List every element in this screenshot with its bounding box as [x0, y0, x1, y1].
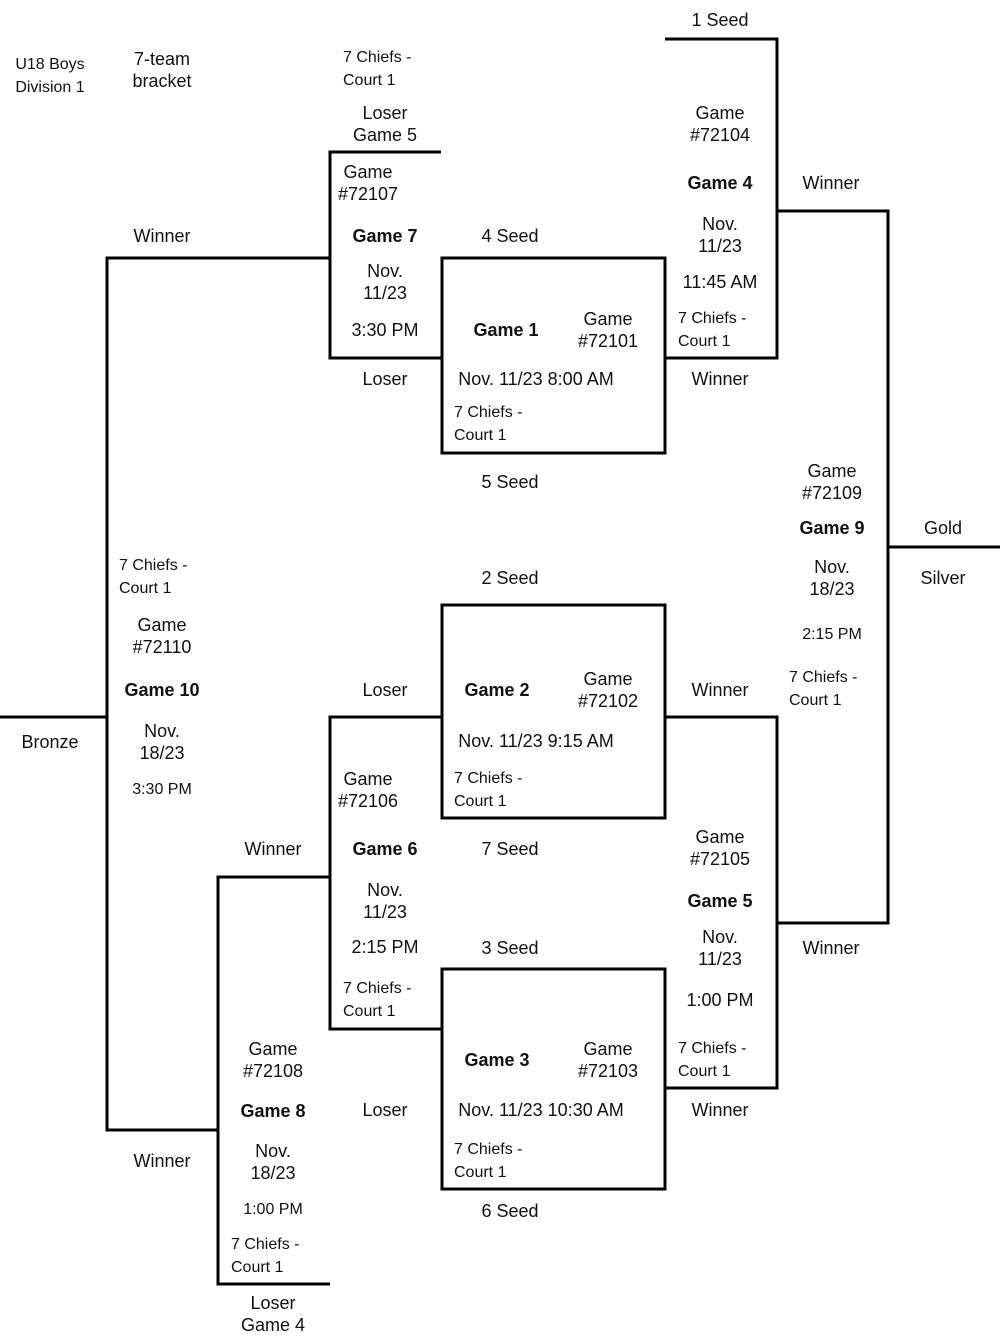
game7-venue: 7 Chiefs - Court 1	[343, 49, 412, 89]
seed-7-label: 7 Seed	[481, 839, 539, 859]
game5-winner-label: Winner	[802, 938, 860, 958]
game10-date: Nov. 18/23	[139, 721, 185, 763]
game4-title: Game 4	[687, 173, 753, 193]
game2-title: Game 2	[464, 680, 530, 700]
bracket-line-seed1	[665, 37, 779, 360]
bracket-line-game1	[440, 256, 667, 455]
division-label: U18 Boys Division 1	[15, 56, 85, 96]
bracket-line-game3	[440, 967, 667, 1191]
game10-venue: 7 Chiefs - Court 1	[119, 557, 188, 597]
game4-date: Nov. 11/23	[698, 214, 742, 256]
game7-number: Game #72107	[337, 162, 399, 204]
game7-time: 3:30 PM	[351, 320, 419, 340]
game3-loser-label: Loser	[362, 1100, 408, 1120]
game4-number: Game #72104	[689, 103, 751, 145]
seed-4-label: 4 Seed	[481, 226, 539, 246]
game6-winner-label: Winner	[244, 839, 302, 859]
bracket-format-label: 7-team bracket	[132, 49, 192, 91]
game5-venue: 7 Chiefs - Court 1	[678, 1040, 747, 1080]
game6-venue: 7 Chiefs - Court 1	[343, 980, 412, 1020]
game4-winner-label: Winner	[802, 173, 860, 193]
game3-winner-label: Winner	[691, 1100, 749, 1120]
game1-loser-label: Loser	[362, 369, 408, 389]
game6-date: Nov. 11/23	[363, 880, 407, 922]
game7-title: Game 7	[352, 226, 418, 246]
game10-time: 3:30 PM	[132, 781, 192, 798]
game8-number: Game #72108	[242, 1039, 304, 1081]
game5-date: Nov. 11/23	[698, 927, 742, 969]
game1-winner-label: Winner	[691, 369, 749, 389]
seed-2-label: 2 Seed	[481, 568, 539, 588]
game3-number: Game #72103	[577, 1039, 639, 1081]
bracket-line-game7	[328, 150, 442, 360]
bracket-line-game5	[665, 715, 779, 1090]
game1-title: Game 1	[473, 320, 539, 340]
game2-loser-label: Loser	[362, 680, 408, 700]
silver-label: Silver	[920, 568, 966, 588]
bracket-line-game4-out	[777, 209, 890, 925]
game2-datetime: Nov. 11/23 9:15 AM	[458, 731, 614, 751]
game9-date: Nov. 18/23	[809, 557, 855, 599]
game6-number: Game #72106	[337, 769, 399, 811]
bracket-line-game6	[328, 715, 442, 1031]
game4-time: 11:45 AM	[682, 272, 758, 292]
game3-title: Game 3	[464, 1050, 530, 1070]
game3-venue: 7 Chiefs - Court 1	[454, 1141, 523, 1181]
game7-date: Nov. 11/23	[363, 261, 407, 303]
gold-label: Gold	[923, 518, 963, 538]
game1-number: Game #72101	[577, 309, 639, 351]
game6-time: 2:15 PM	[351, 937, 419, 957]
game10-title: Game 10	[124, 680, 200, 700]
game9-time: 2:15 PM	[802, 626, 862, 643]
game1-datetime: Nov. 11/23 8:00 AM	[458, 369, 614, 389]
game4-venue: 7 Chiefs - Court 1	[678, 310, 747, 350]
game8-time: 1:00 PM	[243, 1201, 303, 1218]
game5-number: Game #72105	[689, 827, 751, 869]
game8-winner-label: Winner	[133, 1151, 191, 1171]
game9-venue: 7 Chiefs - Court 1	[789, 669, 858, 709]
game5-time: 1:00 PM	[686, 990, 754, 1010]
game9-number: Game #72109	[801, 461, 863, 503]
game2-number: Game #72102	[577, 669, 639, 711]
game6-title: Game 6	[352, 839, 418, 859]
seed-5-label: 5 Seed	[481, 472, 539, 492]
bracket-line-game6-out	[216, 875, 330, 1286]
game9-title: Game 9	[799, 518, 865, 538]
game10-number: Game #72110	[132, 615, 192, 657]
bracket-line-game7-out	[105, 256, 330, 1132]
game1-venue: 7 Chiefs - Court 1	[454, 404, 523, 444]
game8-date: Nov. 18/23	[250, 1141, 296, 1183]
game7-winner-label: Winner	[133, 226, 191, 246]
game7-loser-game5-label: Loser Game 5	[352, 103, 418, 145]
seed-3-label: 3 Seed	[481, 938, 539, 958]
game8-venue: 7 Chiefs - Court 1	[231, 1236, 300, 1276]
game5-title: Game 5	[687, 891, 753, 911]
game8-loser-game4-label: Loser Game 4	[240, 1293, 306, 1335]
bracket-line-game2	[440, 603, 667, 820]
game2-venue: 7 Chiefs - Court 1	[454, 770, 523, 810]
bronze-label: Bronze	[21, 732, 79, 752]
seed-6-label: 6 Seed	[481, 1201, 539, 1221]
game3-datetime: Nov. 11/23 10:30 AM	[458, 1100, 624, 1120]
seed-1-label: 1 Seed	[691, 10, 749, 30]
game8-title: Game 8	[240, 1101, 306, 1121]
game2-winner-label: Winner	[691, 680, 749, 700]
